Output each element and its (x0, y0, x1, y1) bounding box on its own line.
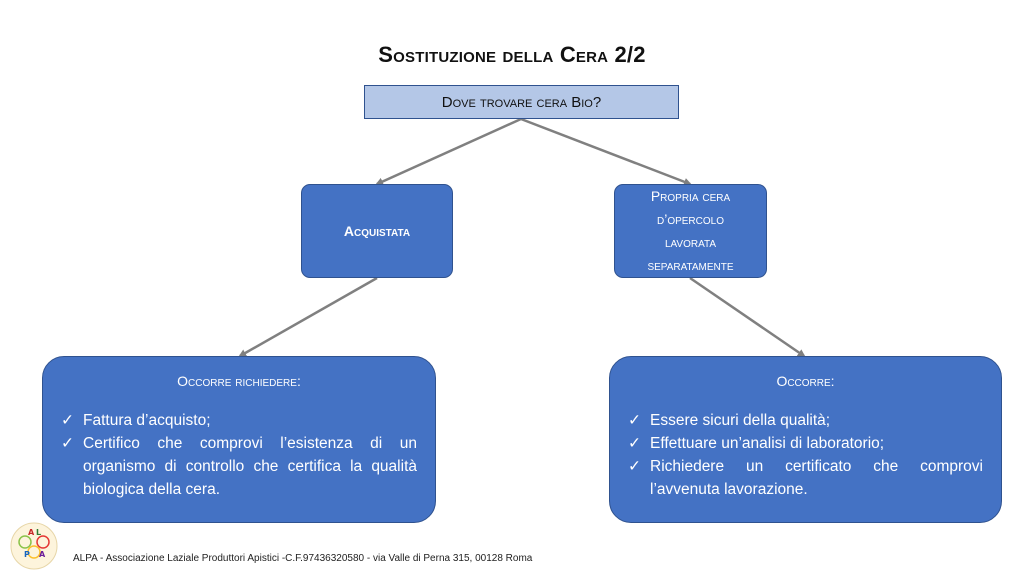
list-item-text: Effettuare un’analisi di laboratorio; (650, 435, 885, 452)
list-item-text: Essere sicuri della qualità; (650, 412, 831, 429)
detail-list-right: ✓ Essere sicuri della qualità; ✓ Effettuar… (628, 409, 983, 501)
branch-propria-cera-line: separatamente (647, 257, 734, 273)
branch-propria-cera-line: d’opercolo (656, 211, 724, 227)
list-item-text: Richiedere un certificato che comprovi l… (650, 458, 983, 498)
list-item: ✓ Certifico che comprovi l’esistenza di u… (61, 432, 417, 501)
list-item-text: Fattura d’acquisto; (83, 412, 211, 429)
connector-root-right (520, 117, 692, 186)
check-icon: ✓ (61, 412, 74, 429)
list-item-text: Certifico che comprovi l’esistenza di un… (83, 435, 417, 498)
branch-acquistata-box: Acquistata (301, 184, 453, 278)
detail-list-left: ✓ Fattura d’acquisto; ✓ Certifico che comp… (61, 409, 417, 501)
detail-box-left: Occorre richiedere: ✓ Fattura d’acquisto;… (42, 356, 436, 523)
page-title: Sostituzione della Cera 2/2 (378, 42, 646, 67)
list-item: ✓ Essere sicuri della qualità; (628, 409, 983, 432)
logo-letter: L (36, 528, 41, 537)
branch-propria-cera-box: Propria cera d’opercolo lavorata separat… (614, 184, 767, 278)
detail-heading-right: Occorre: (776, 373, 835, 389)
root-question-label: Dove trovare cera Bio? (441, 93, 602, 111)
detail-box-right: Occorre: ✓ Essere sicuri della qualità; ✓… (609, 356, 1002, 523)
check-icon: ✓ (628, 458, 641, 475)
logo-letter: A (28, 528, 35, 537)
root-question-box: Dove trovare cera Bio? (364, 85, 679, 119)
list-item: ✓ Fattura d’acquisto; (61, 409, 417, 432)
alpa-logo: A L P A (10, 522, 58, 570)
list-item: ✓ Richiedere un certificato che comprovi … (628, 455, 983, 501)
logo-letter: P (24, 550, 30, 559)
branch-propria-cera-line: Propria cera (650, 188, 731, 204)
check-icon: ✓ (61, 435, 74, 452)
check-icon: ✓ (628, 435, 641, 452)
branch-propria-cera-line: lavorata (664, 234, 717, 250)
detail-heading-left: Occorre richiedere: (177, 373, 301, 389)
footer-text: ALPA - Associazione Laziale Produttori A… (73, 553, 533, 564)
connector-left-down (238, 276, 378, 358)
connector-root-left (375, 117, 522, 186)
list-item: ✓ Effettuare un’analisi di laboratorio; (628, 432, 983, 455)
check-icon: ✓ (628, 412, 641, 429)
connector-right-down (689, 276, 806, 358)
logo-letter: A (39, 550, 46, 559)
branch-acquistata-label: Acquistata (343, 223, 411, 239)
